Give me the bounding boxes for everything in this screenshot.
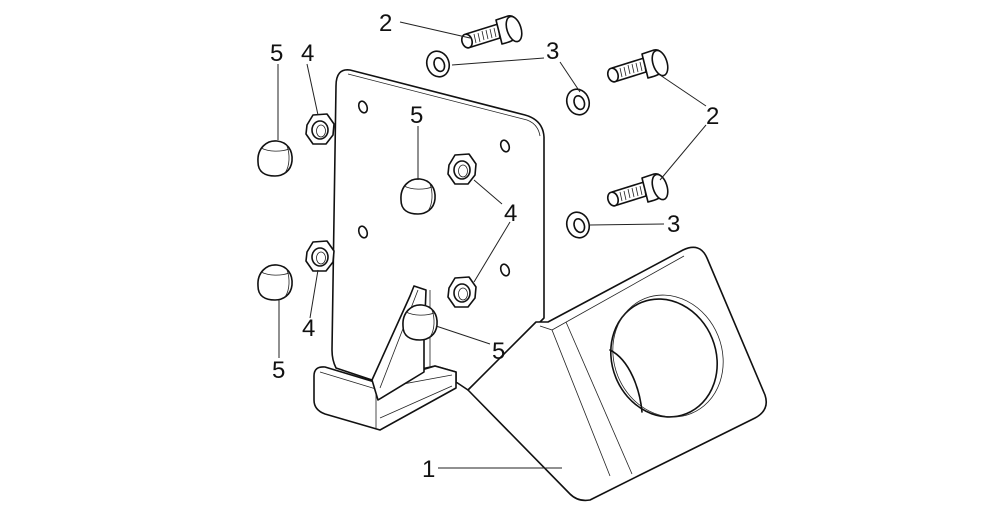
cap-left-lower [257, 264, 293, 301]
callout-5-center: 5 [410, 102, 423, 129]
washer-right-lower [562, 208, 594, 242]
washer-top [422, 47, 454, 81]
callout-3-right: 3 [667, 211, 680, 238]
nut-left-upper [305, 113, 335, 145]
cap-center [400, 178, 436, 215]
screw-right-lower [605, 171, 672, 209]
cap-left-upper [257, 140, 293, 177]
leader-lines [277, 21, 707, 469]
nut-center-lower [447, 276, 477, 308]
washer-right-upper [562, 85, 594, 119]
nut-left-lower [305, 240, 335, 272]
screw-top [459, 13, 526, 51]
nut-center-upper [447, 153, 477, 185]
callout-5-lower-center: 5 [492, 338, 505, 365]
callout-5-lower-left: 5 [272, 357, 285, 384]
callout-2-right: 2 [706, 103, 719, 130]
bracket-part [313, 69, 768, 502]
callout-2-top: 2 [379, 10, 392, 37]
callout-5-top-left: 5 [270, 40, 283, 67]
screw-right-upper [605, 47, 672, 85]
callout-4-lower-left: 4 [302, 315, 315, 342]
cap-lower-center [402, 304, 438, 341]
callout-3-top: 3 [546, 38, 559, 65]
callout-4-center: 4 [504, 200, 517, 227]
callout-4-top-left: 4 [301, 40, 314, 67]
callout-1-bracket: 1 [422, 456, 435, 483]
